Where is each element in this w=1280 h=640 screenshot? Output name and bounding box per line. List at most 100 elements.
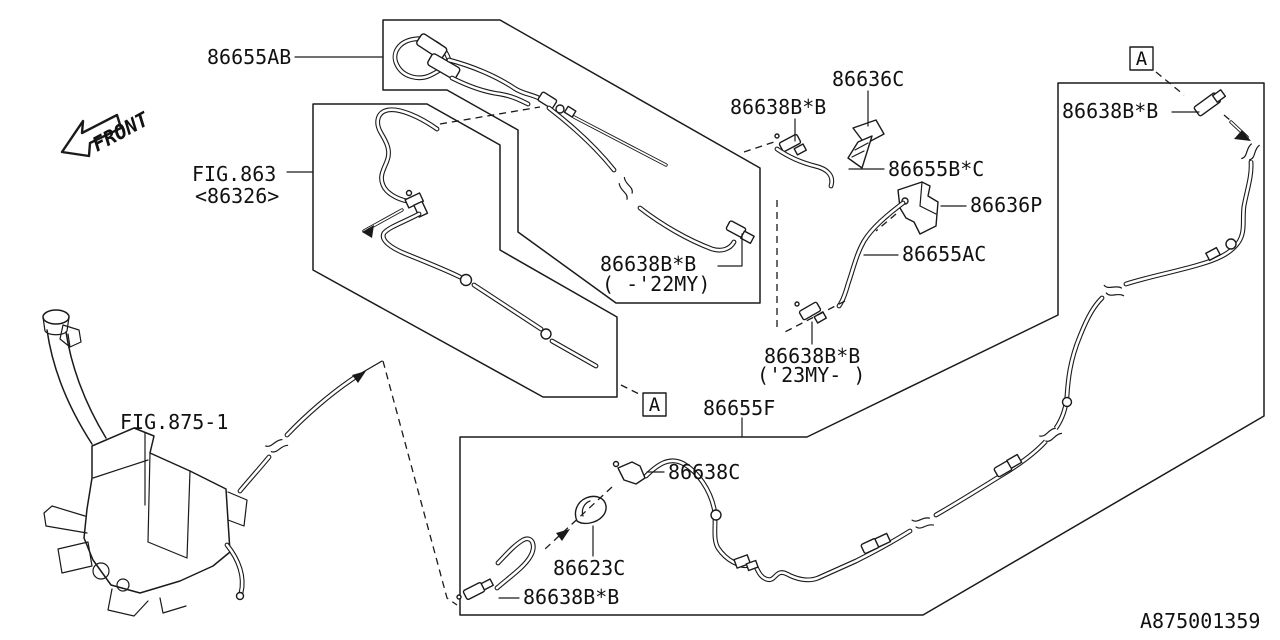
hose-clamp [710,509,722,521]
hose-ring [459,273,473,287]
tank-drain-hose-inner [225,543,244,595]
hose-break-mark [614,175,638,201]
tank-drain-end [235,591,245,601]
label-conn-22my: 86638B*B [600,252,696,276]
hose-assembly-fig863 [362,107,599,369]
marker-a-top-dash [1155,71,1185,96]
bracket-fold [919,181,937,215]
tank-hose-continuation-dash [382,360,458,606]
hose-break-mark [1240,142,1262,162]
detail-panels [312,19,1265,616]
hose-clamp [540,328,552,340]
hose-86655ac-inner [837,201,905,308]
dashed-arrow [556,529,570,541]
marker-letter: A [649,394,661,416]
tank-body-edges [92,452,191,559]
marker-box [642,392,667,417]
hose-clamp-2 [1061,396,1073,408]
tank-side-bracket [227,491,248,527]
part-labels: 86655AB FIG.863 <86326> 86638B*B ( -'22M… [120,45,1260,633]
label-conn-23my-note: ('23MY- ) [757,363,865,387]
label-fig863: FIG.863 [192,162,276,186]
bracket-86636p [897,181,939,235]
bracket-p-dash [875,213,897,232]
tank-arm [43,505,88,534]
union-1b [745,559,759,572]
end-connector-2 [740,230,755,245]
marker-a-mid-dash [620,384,642,396]
label-hose-bc: 86655B*C [888,157,984,181]
label-conn-22my-note: ( -'22MY) [602,272,710,296]
tank-bracket [57,541,93,574]
tank-filler-neck [46,329,107,445]
joint-ring [555,104,565,114]
branch-a-inner [447,58,544,102]
grommet-86623c [574,495,607,525]
hose-break-mark [1103,280,1125,302]
label-conn-right: 86638B*B [1062,99,1158,123]
marker-box [1129,46,1154,71]
lower-hose-inner [381,212,598,368]
label-fig863-sub: <86326> [195,184,279,208]
tank-cap [42,309,70,325]
connector-86638bb-right-2 [1211,89,1227,103]
dashed-reference-lines [382,71,1232,606]
tank-pump [92,562,110,580]
leader-conn-22my [717,233,743,267]
connector-86638bb-23my [798,301,822,321]
conn-right-dash [1223,114,1232,122]
curl-hose-inner [376,108,439,203]
union-4 [1205,246,1221,262]
elbow-86638c [617,461,646,485]
hose-arrowhead [352,371,366,383]
section-marker-a-top: A [1129,46,1154,71]
connector-tip [774,133,780,139]
front-direction-indicator: FRONT [60,107,153,158]
hose-path-inner [238,376,356,493]
hose-break-mark [264,433,290,459]
corridor-dash [439,106,541,125]
elbow-86638c-tip [612,460,620,468]
label-conn-23my: 86638B*B [764,344,860,368]
panel-86655f-outline [459,82,1265,616]
label-conn-mid: 86638B*B [730,95,826,119]
tank-feet [107,588,187,617]
tank-body [83,427,231,594]
long-hose-inner [547,106,736,252]
diagram-id: A875001359 [1140,609,1260,633]
connector-23my-tip [794,301,800,307]
my-variant-dash-diagonal [780,300,846,335]
hose-assembly-86655f [456,89,1262,601]
middle-parts [774,119,939,324]
elbow-connector-2 [413,200,429,218]
label-nozzle-c: 86636C [832,67,904,91]
grommet-line-dash [544,486,613,550]
elbow-tip [405,189,413,197]
lower-hose [380,211,599,369]
joint-stub [563,105,577,118]
panel-fig863-outline [312,103,618,398]
zigzag-hose-inner [495,537,535,590]
section-marker-a-mid: A [642,392,667,417]
washer-tank-figure [42,309,248,617]
label-conn-bottom: 86638B*B [523,585,619,609]
hose-clamp-3 [1225,238,1237,250]
tank-outlet-hose [237,360,383,494]
label-hose-f: 86655F [703,396,775,420]
label-grommet-c: 86623C [553,556,625,580]
label-elbow-c: 86638C [668,460,740,484]
connector-86638bb-bottom-2 [480,578,494,591]
nozzle-detail [851,142,869,158]
label-leader-lines [144,56,1200,599]
a-panel-tube-arrow [1234,130,1251,141]
hose-86655bc-inner [775,147,834,188]
loop-connector-1 [416,33,448,60]
connector-bottom-tip [456,594,462,600]
hose-break-mark [911,511,935,535]
label-bracket-p: 86636P [970,193,1042,217]
union-3b [1006,453,1023,470]
front-arrow-icon [60,113,123,158]
union-2b [874,532,892,548]
hose-assembly-86655ab [392,33,755,253]
